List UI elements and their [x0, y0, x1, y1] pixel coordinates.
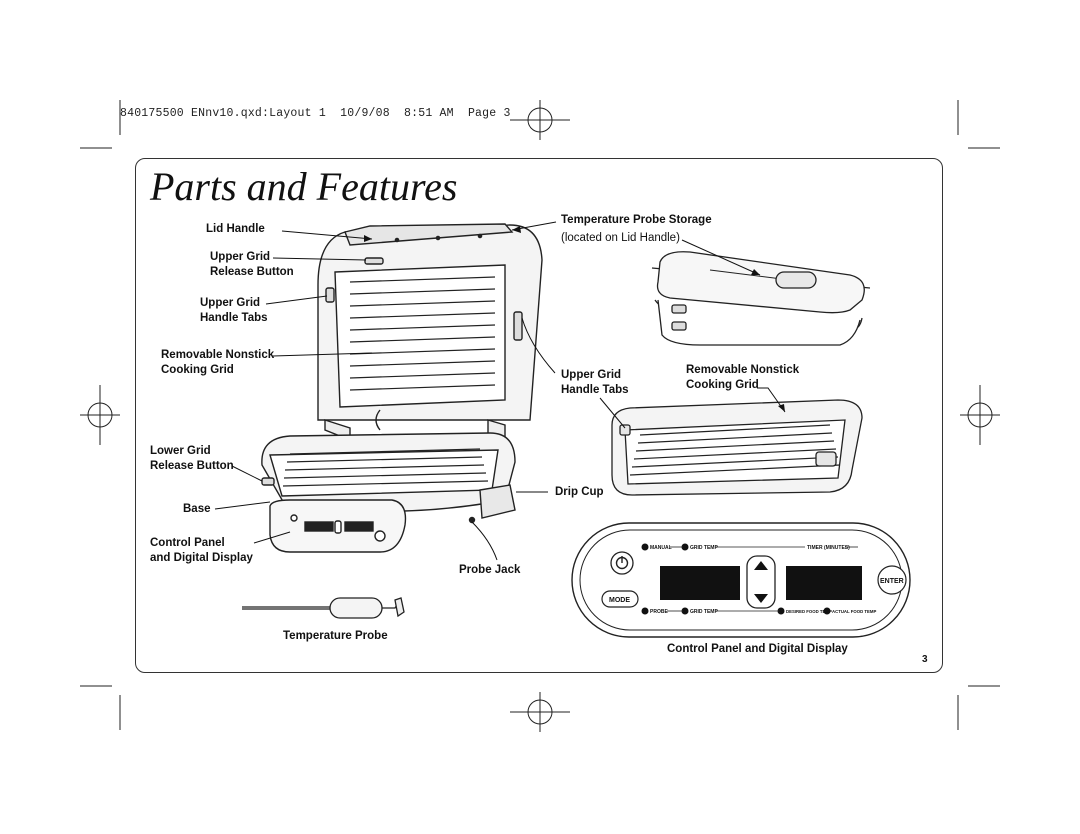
registration-target-bottom: [510, 692, 570, 732]
panel-actual-food-temp-label: ACTUAL FOOD TEMP: [832, 609, 876, 614]
label-upper-grid-release-line2: Release Button: [210, 266, 294, 278]
label-removable-grid-line2: Cooking Grid: [161, 364, 234, 376]
removable-grid-inset: [611, 399, 863, 496]
label-panel-caption: Control Panel and Digital Display: [667, 643, 848, 655]
print-slug-line: 840175500 ENnv10.qxd:Layout 1 10/9/08 8:…: [120, 107, 511, 120]
leader-lines: [214, 221, 786, 561]
label-base: Base: [183, 503, 211, 515]
crop-marks: [80, 100, 1000, 732]
registration-target-left: [80, 385, 120, 445]
panel-desired-food-temp-label: DESIRED FOOD TEMP: [786, 609, 832, 614]
registration-target-right: [960, 385, 1000, 445]
panel-enter-label: ENTER: [880, 578, 904, 585]
control-panel-detail: MANUAL GRID TEMP TIMER (MINUTES) MODE EN…: [571, 522, 911, 638]
label-right-grid-line1: Removable Nonstick: [686, 364, 800, 376]
label-lower-grid-release-line2: Release Button: [150, 460, 234, 472]
panel-timer-label: TIMER (MINUTES): [807, 545, 850, 551]
label-right-grid-line2: Cooking Grid: [686, 379, 759, 391]
label-lower-grid-release-line1: Lower Grid: [150, 445, 211, 457]
label-drip-cup: Drip Cup: [555, 486, 604, 498]
label-probe-jack: Probe Jack: [459, 564, 521, 576]
grill-illustration: [261, 223, 543, 553]
panel-grid-temp-bottom-label: GRID TEMP: [690, 609, 718, 615]
label-removable-grid-line1: Removable Nonstick: [161, 349, 275, 361]
probe-storage-inset: [651, 251, 871, 346]
leader-arrowheads: [364, 226, 785, 412]
label-control-panel-line2: and Digital Display: [150, 552, 253, 564]
page-number: 3: [922, 654, 928, 665]
registration-target-top: [510, 100, 570, 140]
panel-manual-label: MANUAL: [650, 545, 672, 551]
page-title: Parts and Features: [150, 164, 458, 209]
panel-probe-label: PROBE: [650, 609, 668, 615]
label-right-tabs-line2: Handle Tabs: [561, 384, 629, 396]
label-right-tabs-line1: Upper Grid: [561, 369, 622, 381]
label-upper-grid-release-line1: Upper Grid: [210, 251, 271, 263]
page-frame: [135, 158, 943, 673]
label-upper-grid-tabs-line1: Upper Grid: [200, 297, 261, 309]
label-probe-storage-line2: (located on Lid Handle): [561, 232, 680, 244]
panel-mode-label: MODE: [609, 597, 630, 604]
label-lid-handle: Lid Handle: [206, 223, 265, 235]
label-temperature-probe: Temperature Probe: [283, 630, 388, 642]
label-probe-storage-line1: Temperature Probe Storage: [561, 214, 712, 226]
label-control-panel-line1: Control Panel: [150, 537, 225, 549]
label-upper-grid-tabs-line2: Handle Tabs: [200, 312, 268, 324]
panel-grid-temp-top-label: GRID TEMP: [690, 545, 718, 551]
temperature-probe-illustration: [242, 597, 405, 619]
